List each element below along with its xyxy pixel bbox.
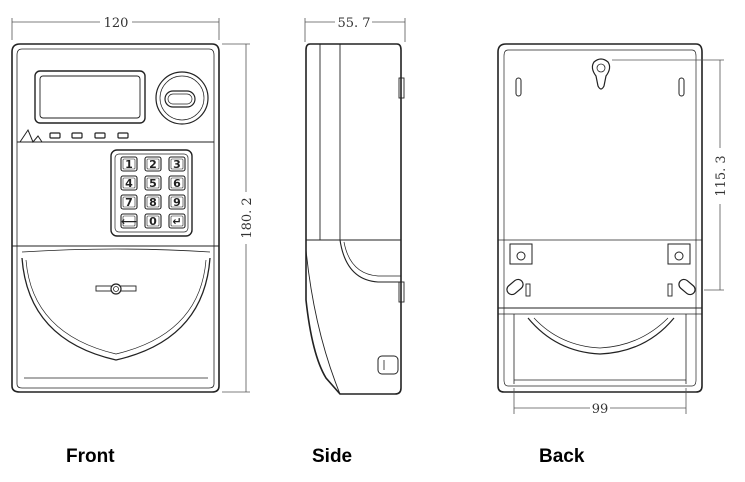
keypad-key-inner bbox=[170, 215, 184, 227]
keypad-key-label: 4 bbox=[125, 177, 133, 190]
side-view: 55. 7 bbox=[304, 16, 406, 395]
keypad-key-frame bbox=[168, 213, 186, 229]
keypad-key-frame bbox=[168, 194, 186, 210]
keypad-key-frame bbox=[144, 213, 162, 229]
lcd-display bbox=[34, 70, 146, 124]
keypad-key-inner bbox=[122, 215, 136, 227]
keypad-key: ↵ bbox=[168, 213, 186, 229]
keypad-key-inner bbox=[122, 196, 136, 208]
keypad-key-frame bbox=[168, 175, 186, 191]
keypad-key: 3 bbox=[168, 156, 186, 172]
keypad-key-inner bbox=[170, 196, 184, 208]
keypad-key: 5 bbox=[144, 175, 162, 191]
keypad-key: ⟵ bbox=[120, 213, 138, 229]
keypad-key-label: 3 bbox=[173, 158, 181, 171]
led-indicator bbox=[71, 132, 83, 139]
front-width-dimension: 120 bbox=[104, 16, 129, 31]
keypad-key-inner bbox=[146, 215, 160, 227]
hanging-hole-icon bbox=[591, 58, 611, 90]
led-indicator bbox=[117, 132, 129, 139]
keypad-key-frame bbox=[120, 156, 138, 172]
back-hole-distance-dimension: 115. 3 bbox=[714, 155, 729, 196]
keypad-key-inner bbox=[170, 158, 184, 170]
keypad-key-frame bbox=[120, 175, 138, 191]
keypad-key: 7 bbox=[120, 194, 138, 210]
keypad-key-frame bbox=[144, 175, 162, 191]
keypad-key: 2 bbox=[144, 156, 162, 172]
keypad-key-label: 5 bbox=[149, 177, 157, 190]
keypad bbox=[110, 149, 193, 237]
led-indicator bbox=[49, 132, 61, 139]
seal-screw-icon bbox=[110, 283, 122, 295]
keypad-key: 8 bbox=[144, 194, 162, 210]
keypad-key: 6 bbox=[168, 175, 186, 191]
keypad-key-inner bbox=[122, 177, 136, 189]
keypad-key-label: 6 bbox=[173, 177, 181, 190]
keypad-key-label: 1 bbox=[125, 158, 133, 171]
front-view-label: Front bbox=[66, 446, 115, 467]
keypad-key-frame bbox=[120, 213, 138, 229]
keypad-key: 9 bbox=[168, 194, 186, 210]
keypad-key-label: ⟵ bbox=[121, 215, 137, 228]
back-width-dimension: 99 bbox=[592, 402, 609, 417]
keypad-key-inner bbox=[122, 158, 136, 170]
front-view: 120 1 2 3 4 5 6 7 8 9 ⟵ 0 ↵ bbox=[11, 16, 255, 393]
keypad-key-frame bbox=[144, 156, 162, 172]
keypad-key-inner bbox=[146, 196, 160, 208]
keypad-key: 4 bbox=[120, 175, 138, 191]
keypad-keys: 1 2 3 4 5 6 7 8 9 ⟵ 0 ↵ bbox=[120, 156, 186, 229]
back-view: 115. 3 99 bbox=[497, 43, 729, 417]
keypad-key-label: 7 bbox=[125, 196, 133, 209]
keypad-key-label: 8 bbox=[149, 196, 157, 209]
side-view-label: Side bbox=[312, 446, 353, 467]
keypad-key-label: 9 bbox=[173, 196, 181, 209]
keypad-key-inner bbox=[170, 177, 184, 189]
keypad-key-inner bbox=[146, 177, 160, 189]
keypad-key: 0 bbox=[144, 213, 162, 229]
keypad-key-label: 2 bbox=[149, 158, 157, 171]
keypad-key-label: ↵ bbox=[172, 215, 181, 228]
keypad-key-frame bbox=[120, 194, 138, 210]
back-view-label: Back bbox=[539, 446, 585, 467]
front-height-dimension: 180. 2 bbox=[240, 197, 255, 238]
led-indicator bbox=[94, 132, 106, 139]
keypad-key-frame bbox=[168, 156, 186, 172]
keypad-key: 1 bbox=[120, 156, 138, 172]
keypad-key-frame bbox=[144, 194, 162, 210]
keypad-key-label: 0 bbox=[149, 215, 157, 228]
side-depth-dimension: 55. 7 bbox=[337, 16, 370, 31]
keypad-key-inner bbox=[146, 158, 160, 170]
ir-port bbox=[164, 90, 196, 108]
